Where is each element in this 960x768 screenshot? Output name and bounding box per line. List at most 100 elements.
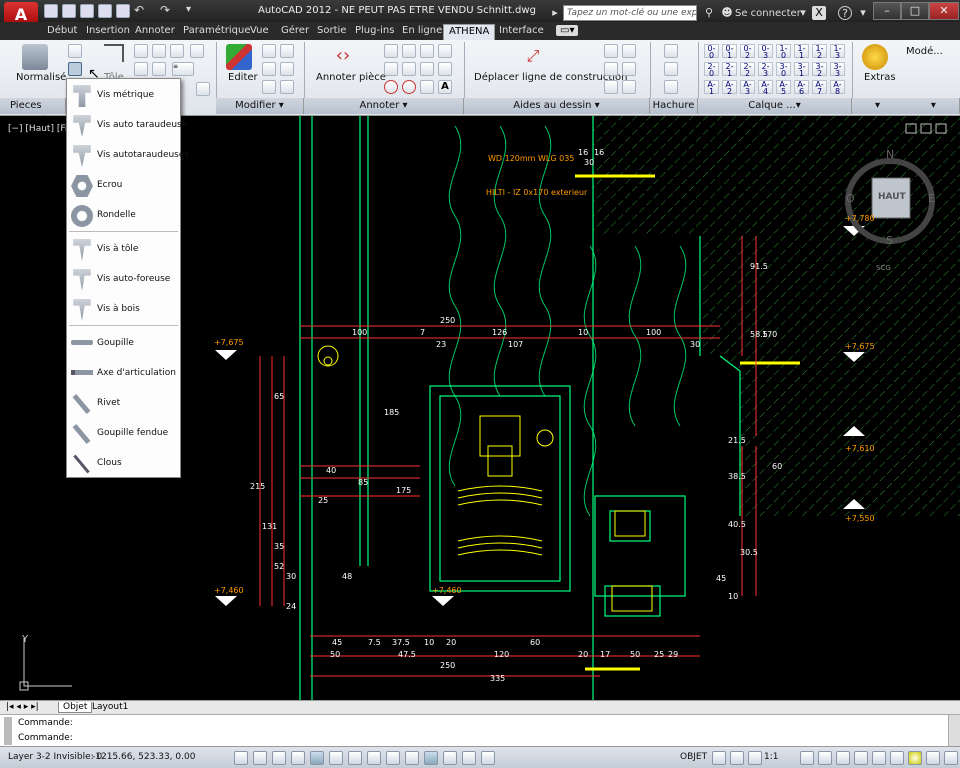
tab-athena[interactable]: ATHENA xyxy=(443,24,496,40)
tab-sortie[interactable]: Sortie xyxy=(317,25,347,36)
saveas-icon[interactable] xyxy=(98,4,112,18)
grid-display-icon[interactable] xyxy=(272,751,286,765)
lock-icon[interactable] xyxy=(854,751,868,765)
tole-label[interactable]: Tôle xyxy=(104,72,124,83)
aid-icon-6[interactable] xyxy=(622,80,636,94)
quick-view-layouts-icon[interactable] xyxy=(712,751,726,765)
dropdown-icon[interactable]: ▾ xyxy=(800,6,806,19)
calque-button-3-3[interactable]: 3-3 xyxy=(830,62,845,78)
hardware-acceleration-icon[interactable] xyxy=(872,751,886,765)
panel-modifier[interactable]: Modifier ▾ xyxy=(216,98,304,114)
quick-view-drawings-icon[interactable] xyxy=(730,751,744,765)
panel-annoter[interactable]: Annoter ▾ xyxy=(304,98,464,114)
infer-constraints-icon[interactable] xyxy=(234,751,248,765)
annot-icon-8[interactable] xyxy=(438,62,452,76)
hatch-icon-1[interactable] xyxy=(664,44,678,58)
workspace-icon[interactable] xyxy=(836,751,850,765)
calque-button-1-1[interactable]: 1-1 xyxy=(794,44,809,60)
search-expand-icon[interactable]: ▸ xyxy=(552,6,558,19)
viewcube-top-face[interactable]: HAUT xyxy=(878,192,906,202)
normalise-icon[interactable] xyxy=(22,44,48,70)
tole-icon[interactable] xyxy=(104,44,124,62)
panel-aides-au-dessin[interactable]: Aides au dessin ▾ xyxy=(464,98,650,114)
panel-pieces-normalisees[interactable]: Pieces normal... xyxy=(0,98,66,126)
close-button[interactable]: ✕ xyxy=(929,2,959,20)
tab-plugins[interactable]: Plug-ins xyxy=(355,25,395,36)
hatch-icon-2[interactable] xyxy=(664,62,678,76)
calque-button-1-0[interactable]: 1-0 xyxy=(776,44,791,60)
steel-icon-4[interactable] xyxy=(134,62,148,76)
calque-button-0-0[interactable]: 0-0 xyxy=(704,44,719,60)
calque-button-A-6[interactable]: A-6 xyxy=(794,80,809,96)
allow-disallow-ucs-icon[interactable] xyxy=(386,751,400,765)
aid-icon-5[interactable] xyxy=(604,80,618,94)
user-icon[interactable]: ☻ xyxy=(721,6,733,19)
ortho-mode-icon[interactable] xyxy=(291,751,305,765)
open-icon[interactable] xyxy=(62,4,76,18)
menu-item-rondelle[interactable]: Rondelle xyxy=(67,203,180,229)
calque-button-0-1[interactable]: 0-1 xyxy=(722,44,737,60)
steel-icon-2[interactable] xyxy=(152,44,166,58)
calque-button-2-1[interactable]: 2-1 xyxy=(722,62,737,78)
qat-dropdown-icon[interactable]: ▾ xyxy=(186,4,192,15)
modify-icon-3[interactable] xyxy=(262,62,276,76)
print-icon[interactable] xyxy=(116,4,130,18)
panel-calque[interactable]: Calque ...▾ xyxy=(698,98,852,114)
menu-item-vis-a-tole[interactable]: Vis à tôle xyxy=(67,237,180,263)
help-dropdown-icon[interactable]: ▾ xyxy=(860,6,866,19)
extras-icon[interactable] xyxy=(862,44,888,70)
command-scrollbar[interactable] xyxy=(948,715,960,747)
calque-button-1-2[interactable]: 1-2 xyxy=(812,44,827,60)
calque-button-A-1[interactable]: A-1 xyxy=(704,80,719,96)
aid-icon-1[interactable] xyxy=(604,44,618,58)
annot-icon-10[interactable] xyxy=(402,80,416,94)
exchange-icon[interactable]: X xyxy=(812,6,826,20)
polar-tracking-icon[interactable] xyxy=(310,751,324,765)
calque-button-3-2[interactable]: 3-2 xyxy=(812,62,827,78)
calque-button-0-2[interactable]: 0-2 xyxy=(740,44,755,60)
3d-object-snap-icon[interactable] xyxy=(348,751,362,765)
compass-west[interactable]: O xyxy=(846,192,855,205)
tab-interface[interactable]: Interface xyxy=(499,25,544,36)
annot-icon-3[interactable] xyxy=(420,44,434,58)
isolate-objects-icon[interactable] xyxy=(890,751,904,765)
deplacer-label[interactable]: Déplacer ligne de construction xyxy=(474,72,628,83)
extras-label[interactable]: Extras xyxy=(864,72,896,83)
menu-item-goupille[interactable]: Goupille xyxy=(67,331,180,357)
object-snap-icon[interactable] xyxy=(329,751,343,765)
calque-button-A-8[interactable]: A-8 xyxy=(830,80,845,96)
annot-icon-2[interactable] xyxy=(402,44,416,58)
annot-icon-11[interactable] xyxy=(420,80,434,94)
menu-item-vis-metrique[interactable]: Vis métrique xyxy=(67,83,180,109)
annot-icon-6[interactable] xyxy=(402,62,416,76)
annot-icon-7[interactable] xyxy=(420,62,434,76)
annot-icon-4[interactable] xyxy=(438,44,452,58)
nav-first-icon[interactable]: |◂ ◂ ▸ ▸| xyxy=(6,702,39,712)
redo-icon[interactable]: ↷ xyxy=(160,3,171,17)
steel-icon-8[interactable] xyxy=(196,82,210,96)
menu-item-goupille-fendue[interactable]: Goupille fendue xyxy=(67,421,180,447)
status-menu-icon[interactable] xyxy=(926,751,940,765)
steel-icon-1[interactable] xyxy=(134,44,148,58)
tab-vue[interactable]: Vue xyxy=(250,25,269,36)
modify-icon-2[interactable] xyxy=(280,44,294,58)
undo-icon[interactable]: ↶ xyxy=(134,3,145,17)
tab-insertion[interactable]: Insertion xyxy=(86,25,130,36)
editer-icon[interactable] xyxy=(226,44,252,70)
calque-button-3-1[interactable]: 3-1 xyxy=(794,62,809,78)
steel-icon-3[interactable] xyxy=(170,44,184,58)
annot-icon-5[interactable] xyxy=(384,62,398,76)
ucs-menu[interactable]: SCG xyxy=(876,264,891,272)
annotation-scale[interactable]: 1:1 xyxy=(764,752,779,762)
annoter-piece-icon[interactable]: ‹› xyxy=(335,45,351,66)
compass-east[interactable]: E xyxy=(928,192,935,205)
compass-south[interactable]: S xyxy=(886,234,893,247)
modify-icon-1[interactable] xyxy=(262,44,276,58)
tab-layout1[interactable]: Layout1 xyxy=(92,702,129,712)
steel-icon-7[interactable] xyxy=(190,44,204,58)
calque-button-1-3[interactable]: 1-3 xyxy=(830,44,845,60)
calque-button-2-3[interactable]: 2-3 xyxy=(758,62,773,78)
compass-north[interactable]: N xyxy=(886,148,895,161)
calque-button-A-5[interactable]: A-5 xyxy=(776,80,791,96)
maximize-button[interactable]: □ xyxy=(901,2,929,20)
